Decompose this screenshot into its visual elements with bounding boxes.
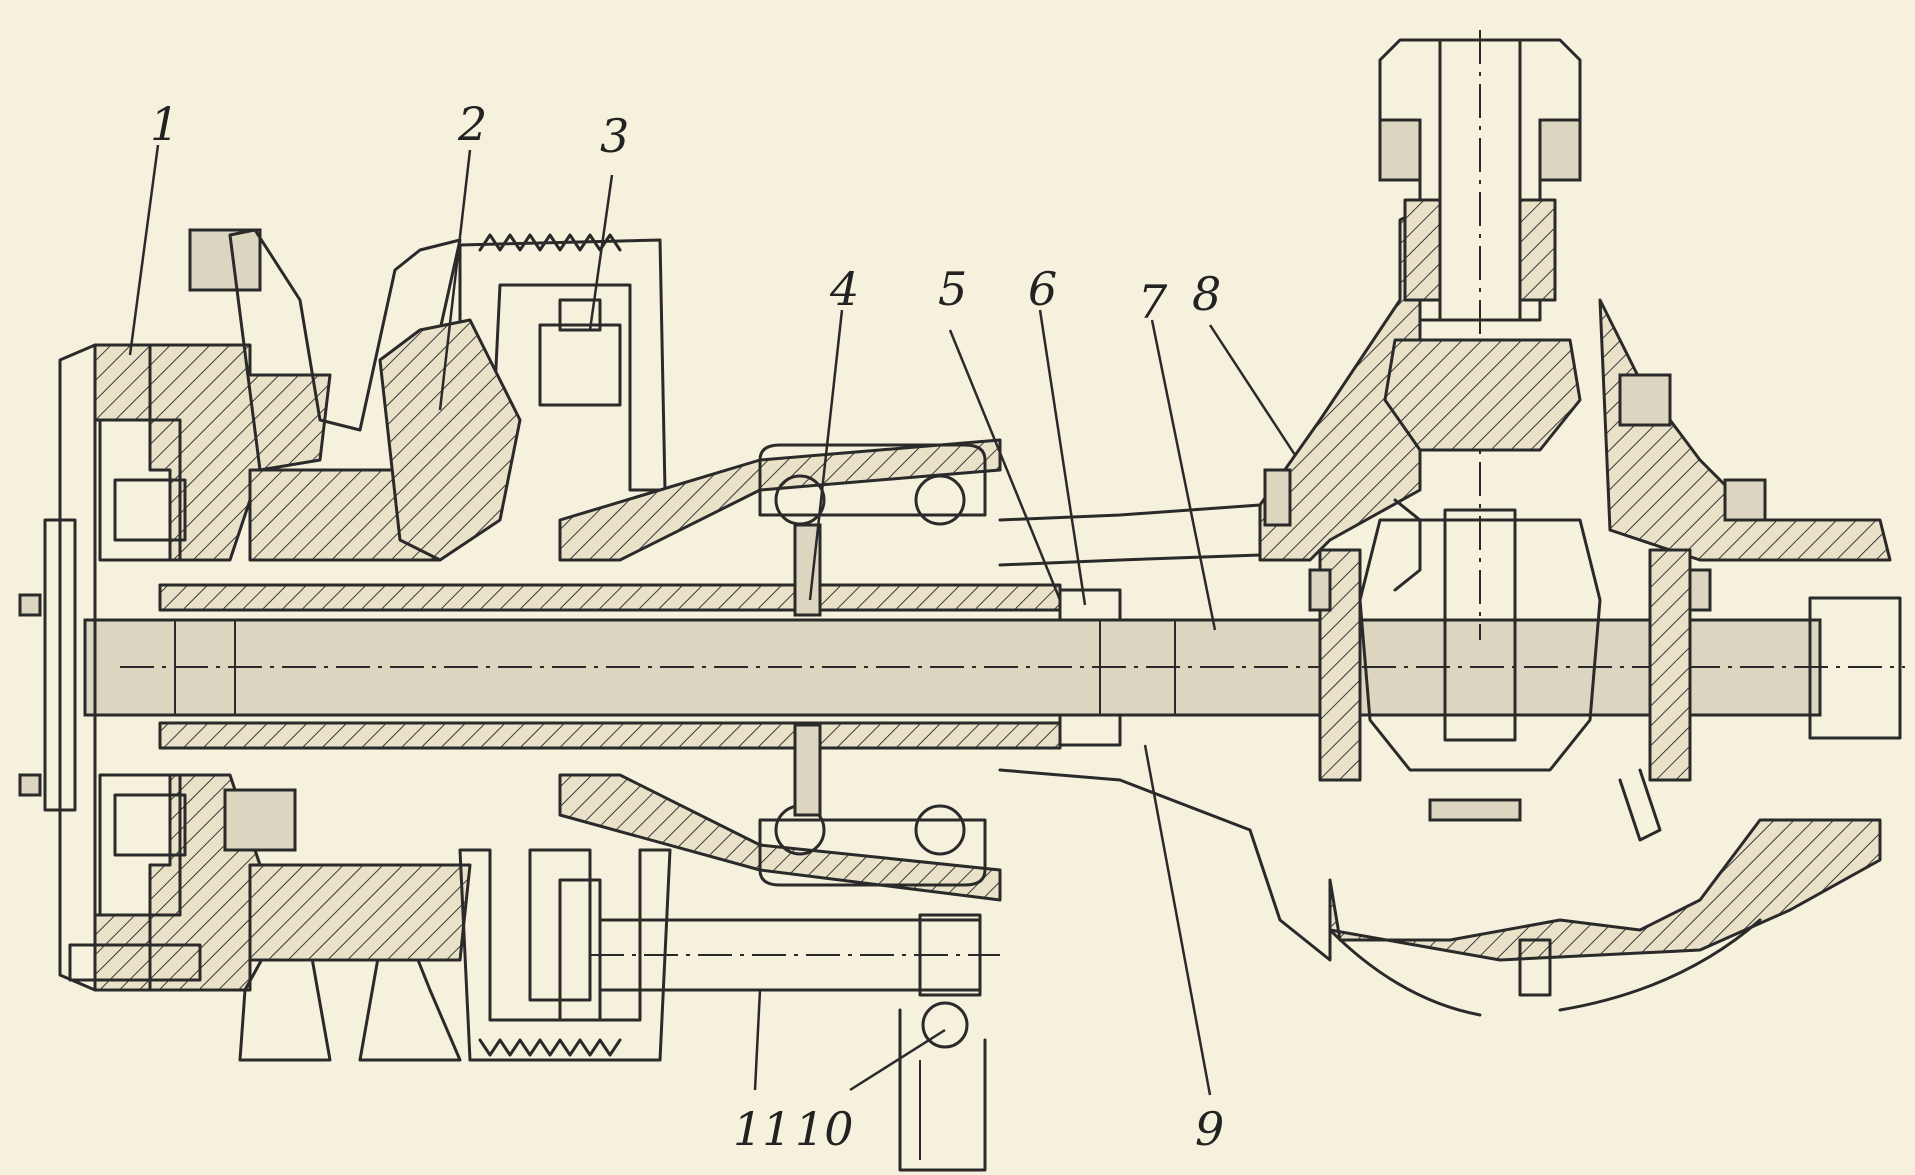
callout-3: 3 <box>600 109 629 163</box>
callout-2: 2 <box>457 97 487 151</box>
drain-plug <box>1723 478 1767 522</box>
callout-8: 8 <box>1192 267 1221 321</box>
callout-5: 5 <box>938 262 967 316</box>
callout-7: 7 <box>1138 275 1168 329</box>
filler-bolt <box>1263 468 1292 527</box>
callout-1: 1 <box>150 97 179 151</box>
callout-10: 10 <box>795 1102 854 1156</box>
clutch-drum <box>378 233 672 1062</box>
callout-6: 6 <box>1028 262 1057 316</box>
callout-9: 9 <box>1195 1102 1224 1156</box>
callout-11: 11 <box>733 1102 792 1156</box>
left-end-cover <box>18 343 152 992</box>
callout-labels: 1 2 3 4 5 6 7 8 9 10 11 <box>150 97 1224 1156</box>
auxiliary-shaft <box>558 878 1000 1172</box>
hollow-sleeve <box>158 583 1122 750</box>
leader-lines <box>128 144 1297 1096</box>
callout-4: 4 <box>829 262 859 316</box>
differential-gears <box>1308 498 1712 842</box>
pinion-housing <box>1378 30 1582 640</box>
breather-plug <box>1618 373 1672 427</box>
center-housing <box>558 438 1332 962</box>
main-shaft <box>83 596 1905 740</box>
mounting-bracket-bottom <box>758 723 987 887</box>
